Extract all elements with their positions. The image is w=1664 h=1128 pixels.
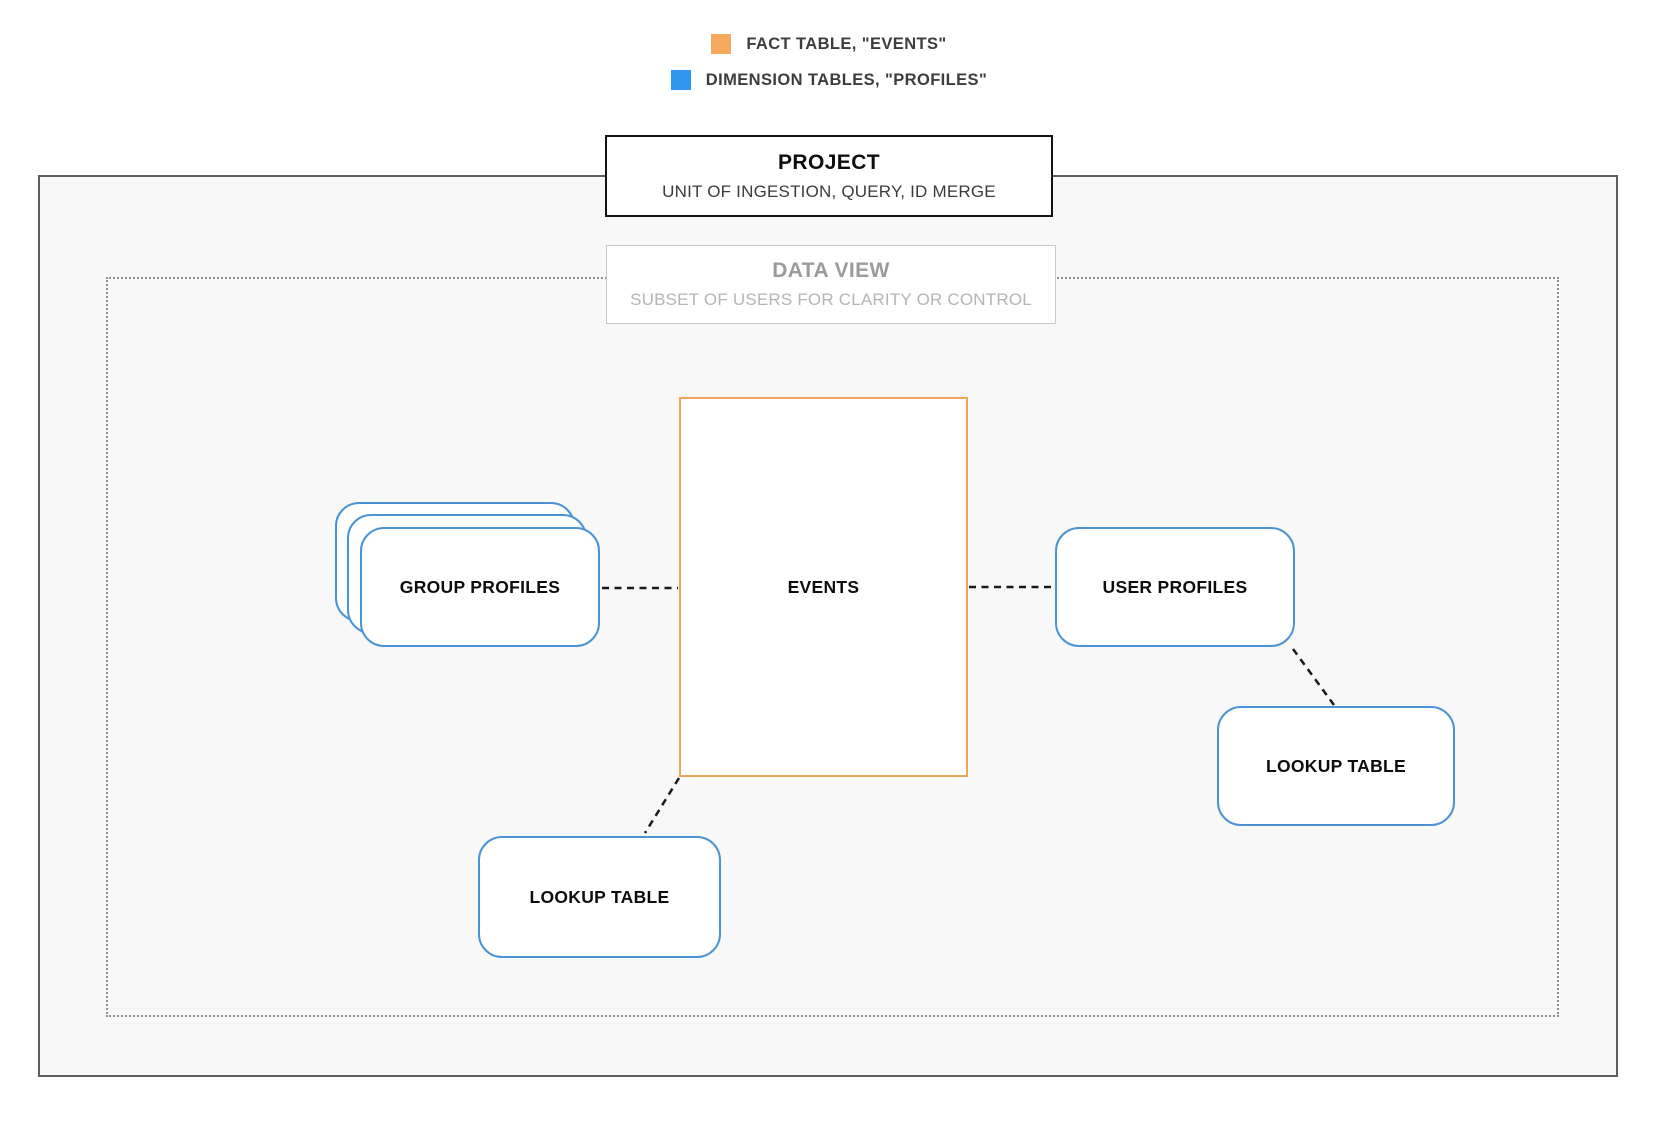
node-user-profiles-label: USER PROFILES — [1102, 576, 1248, 597]
legend-item-fact-table: FACT TABLE, "EVENTS" — [711, 34, 946, 54]
node-events: EVENTS — [679, 397, 968, 777]
data-view-subtitle: SUBSET OF USERS FOR CLARITY OR CONTROL — [630, 290, 1032, 309]
dimension-tables-swatch-icon — [670, 70, 691, 90]
node-lookup-table-bottom-label: LOOKUP TABLE — [529, 886, 670, 907]
fact-table-swatch-icon — [711, 34, 732, 54]
legend-item-dimension-tables: DIMENSION TABLES, "PROFILES" — [670, 70, 988, 90]
node-group-profiles: GROUP PROFILES — [360, 527, 600, 647]
node-user-profiles: USER PROFILES — [1055, 527, 1295, 647]
node-lookup-table-right-label: LOOKUP TABLE — [1265, 755, 1407, 776]
project-title: PROJECT — [778, 150, 880, 174]
data-view-header-box: DATA VIEW SUBSET OF USERS FOR CLARITY OR… — [606, 245, 1056, 324]
legend-label: FACT TABLE, "EVENTS" — [746, 34, 947, 53]
project-subtitle: UNIT OF INGESTION, QUERY, ID MERGE — [662, 181, 996, 201]
legend-label: DIMENSION TABLES, "PROFILES" — [705, 70, 988, 89]
node-events-label: EVENTS — [787, 576, 860, 597]
node-lookup-table-right: LOOKUP TABLE — [1217, 706, 1455, 826]
node-group-profiles-label: GROUP PROFILES — [399, 576, 561, 597]
legend: FACT TABLE, "EVENTS" DIMENSION TABLES, "… — [0, 34, 1658, 90]
node-lookup-table-bottom: LOOKUP TABLE — [478, 836, 721, 958]
project-header-box: PROJECT UNIT OF INGESTION, QUERY, ID MER… — [605, 135, 1053, 217]
data-view-title: DATA VIEW — [772, 259, 890, 282]
